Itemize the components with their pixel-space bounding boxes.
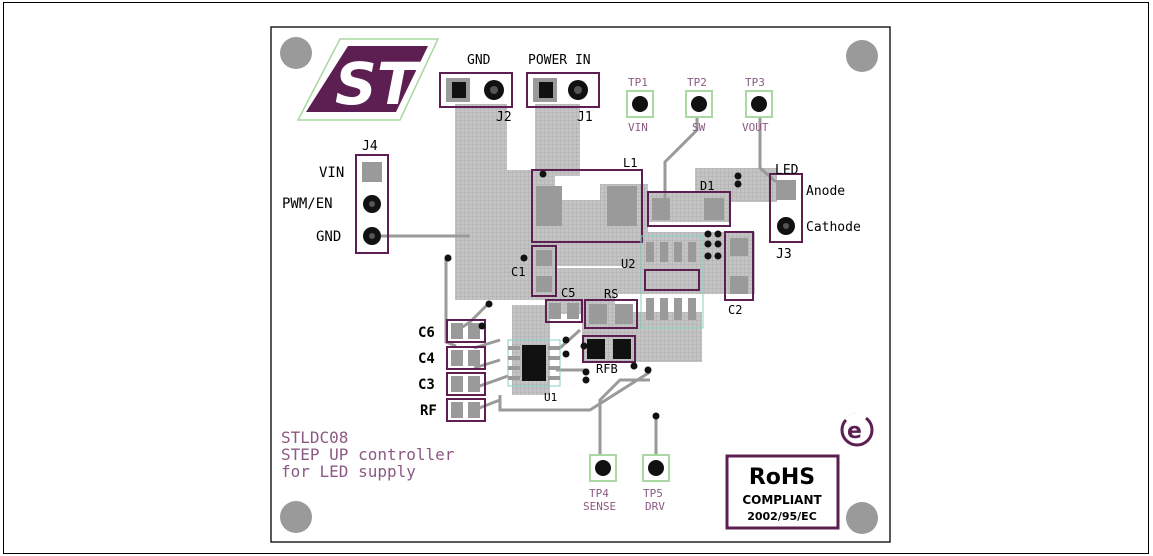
tp4-label: TP4	[589, 487, 609, 500]
gnd-label: GND	[467, 53, 491, 68]
svg-text:ST: ST	[335, 50, 421, 118]
j3-label: J3	[776, 247, 792, 262]
mounting-hole-br	[846, 502, 878, 534]
capacitor-c2	[724, 231, 754, 301]
led-label: LED	[775, 163, 799, 178]
c2-label: C2	[728, 303, 742, 317]
vias	[444, 170, 742, 420]
desc-line1: STLDC08	[281, 428, 348, 447]
connector-j3	[769, 173, 803, 243]
desc-line2: STEP UP controller	[281, 445, 455, 464]
mounting-hole-tr	[846, 40, 878, 72]
st-logo: ST	[296, 38, 440, 121]
tp3-label: TP3	[745, 76, 765, 89]
j4-pin-gnd: GND	[316, 229, 341, 245]
j4-label: J4	[362, 139, 378, 154]
left-passives	[446, 319, 486, 422]
tp2-sub: SW	[692, 121, 706, 134]
c5-label: C5	[561, 286, 575, 300]
resistor-rfb	[582, 335, 636, 363]
c6-label: C6	[418, 325, 435, 341]
mosfet-u2	[640, 235, 704, 329]
c4-label: C4	[418, 351, 435, 367]
resistor-rs	[584, 299, 638, 329]
c3-label: C3	[418, 377, 435, 393]
capacitor-c1	[531, 245, 557, 297]
u1-label: U1	[544, 391, 557, 404]
rohs-subtitle: COMPLIANT	[742, 493, 822, 507]
rf-label: RF	[420, 403, 437, 419]
copper-pours	[455, 104, 777, 395]
connector-j1	[526, 72, 600, 108]
figure-frame	[3, 2, 1149, 554]
rohs-code: 2002/95/EC	[747, 510, 817, 523]
mounting-hole-bl	[280, 501, 312, 533]
c1-label: C1	[511, 265, 525, 279]
diode-d1	[647, 191, 731, 227]
power-in-label: POWER IN	[528, 53, 591, 68]
tp4-sub: SENSE	[583, 500, 616, 513]
rohs-title: RoHS	[749, 465, 815, 490]
recycle-icon: e	[840, 413, 874, 447]
l1-label: L1	[623, 156, 637, 170]
ic-u1	[507, 339, 561, 387]
test-point-pads	[589, 90, 773, 482]
connector-j4	[355, 154, 389, 254]
d1-label: D1	[700, 179, 714, 193]
desc-line3: for LED supply	[281, 462, 416, 481]
tp3-sub: VOUT	[742, 121, 769, 134]
anode-label: Anode	[806, 184, 845, 199]
rs-label: RS	[604, 287, 618, 301]
tp1-label: TP1	[628, 76, 648, 89]
cathode-label: Cathode	[806, 220, 861, 235]
svg-text:e: e	[847, 419, 862, 444]
inductor-l1	[531, 169, 643, 243]
u2-label: U2	[621, 257, 635, 271]
rohs-badge	[725, 454, 840, 530]
tp1-sub: VIN	[628, 121, 648, 134]
rfb-label: RFB	[596, 362, 618, 376]
capacitor-c5	[545, 299, 583, 323]
connector-j2	[439, 72, 513, 108]
j1-label: J1	[577, 110, 593, 125]
j4-pin-pwm: PWM/EN	[282, 196, 333, 212]
j2-label: J2	[496, 110, 512, 125]
tp2-label: TP2	[687, 76, 707, 89]
tp5-sub: DRV	[645, 500, 665, 513]
tp5-label: TP5	[643, 487, 663, 500]
mounting-hole-tl	[280, 37, 312, 69]
j4-pin-vin: VIN	[319, 165, 344, 181]
